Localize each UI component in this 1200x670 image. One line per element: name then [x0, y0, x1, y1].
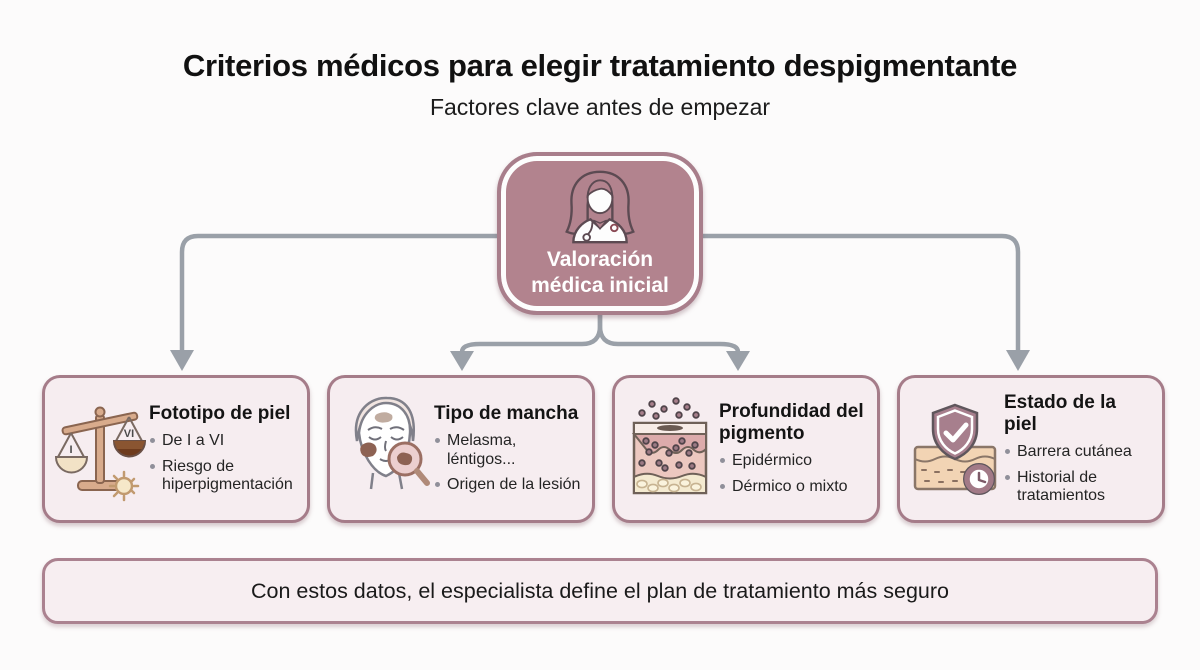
card-profundidad-del-pigmento: Profundidad del pigmento Epidérmico Dérm…: [612, 375, 880, 523]
card-1-icon-wrap: I VI: [51, 393, 149, 505]
svg-text:I: I: [69, 444, 72, 456]
balance-scale-sun-icon: I VI: [54, 406, 146, 502]
card-2-icon-wrap: [336, 393, 434, 505]
card-title: Fototipo de piel: [149, 402, 291, 424]
footer-text: Con estos datos, el especialista define …: [251, 578, 949, 603]
bullet-item: Dérmico o mixto: [719, 478, 867, 497]
card-3-icon-wrap: [621, 393, 719, 505]
female-doctor-icon: [565, 170, 635, 244]
card-bullets: Barrera cutánea Historial de tratamiento…: [1004, 443, 1152, 507]
card-bullets: Melasma, léntigos... Origen de la lesión: [434, 432, 582, 496]
card-estado-de-la-piel: Estado de la piel Barrera cutánea Histor…: [897, 375, 1165, 523]
arrowhead-card-4: [1006, 350, 1030, 371]
connector-left: [179, 233, 600, 351]
card-title: Estado de la piel: [1004, 391, 1116, 435]
card-3-text: Profundidad del pigmento Epidérmico Dérm…: [719, 401, 873, 497]
card-tipo-de-mancha: Tipo de mancha Melasma, léntigos... Orig…: [327, 375, 595, 523]
bullet-item: De I a VI: [149, 432, 297, 451]
card-2-text: Tipo de mancha Melasma, léntigos... Orig…: [434, 403, 588, 496]
face-spots-magnifier-icon: [354, 396, 430, 490]
connector-right: [600, 233, 1021, 351]
root-node-label: Valoración médica inicial: [531, 248, 669, 297]
card-bullets: Epidérmico Dérmico o mixto: [719, 452, 867, 497]
card-bullets: De I a VI Riesgo de hiperpigmentación: [149, 432, 297, 496]
svg-text:VI: VI: [124, 428, 134, 440]
bullet-item: Riesgo de hiperpigmentación: [149, 458, 297, 496]
bullet-item: Melasma, léntigos...: [434, 432, 582, 470]
connector-center-right: [597, 300, 741, 353]
root-node-valoracion: Valoración médica inicial: [497, 152, 703, 315]
bullet-item: Barrera cutánea: [1004, 443, 1152, 462]
skin-layers-pigment-icon: [631, 397, 708, 495]
bullet-item: Epidérmico: [719, 452, 867, 471]
footer-banner: Con estos datos, el especialista define …: [42, 558, 1158, 624]
bullet-item: Historial de tratamientos: [1004, 469, 1152, 507]
card-title: Tipo de mancha: [434, 402, 579, 424]
shield-check-clock-icon: [913, 403, 997, 495]
card-4-text: Estado de la piel Barrera cutánea Histor…: [1004, 392, 1158, 507]
page-title: Criterios médicos para elegir tratamient…: [182, 48, 1018, 83]
header: Criterios médicos para elegir tratamient…: [0, 48, 1200, 121]
card-1-text: Fototipo de piel De I a VI Riesgo de hip…: [149, 403, 303, 496]
arrowhead-card-1: [170, 350, 194, 371]
card-fototipo-de-piel: I VI Fototipo de piel De I a VI Riesgo d…: [42, 375, 310, 523]
card-4-icon-wrap: [906, 393, 1004, 505]
card-title: Profundidad del pigmento: [719, 401, 864, 445]
arrowhead-card-2: [450, 351, 474, 371]
bullet-item: Origen de la lesión: [434, 476, 582, 495]
arrowhead-card-3: [726, 351, 750, 371]
page-subtitle: Factores clave antes de empezar: [429, 94, 771, 120]
